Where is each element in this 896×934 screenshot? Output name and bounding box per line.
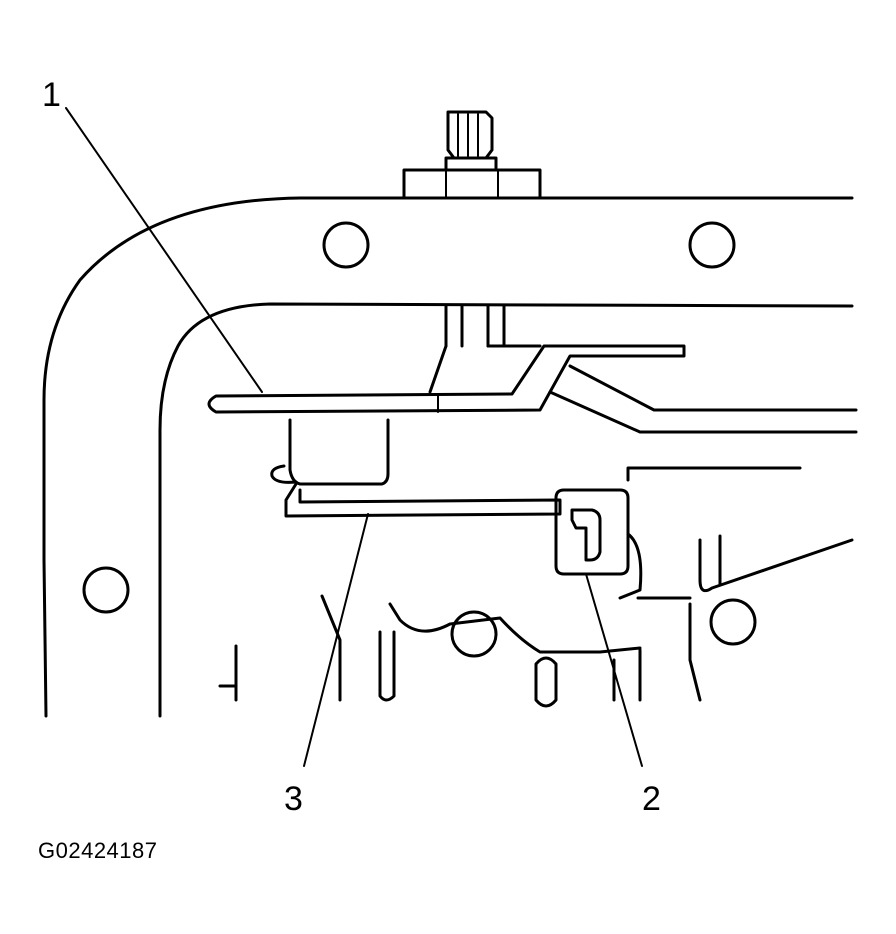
bolt-hole	[322, 221, 370, 269]
leader-line-2	[585, 573, 643, 767]
callout-2: 2	[642, 780, 661, 818]
bolt-hole	[82, 566, 130, 614]
link-rod	[284, 482, 562, 518]
bolt-hole	[709, 598, 757, 646]
leader-line-1	[65, 107, 263, 393]
leader-line-3	[303, 513, 369, 767]
callout-1: 1	[42, 76, 61, 114]
valve-block	[270, 418, 390, 486]
detent-lever	[548, 364, 858, 434]
callout-3: 3	[284, 780, 303, 818]
bolt-hole	[688, 221, 736, 269]
spring-clip	[554, 466, 802, 600]
bolt-head	[402, 110, 542, 200]
valve-body-lower	[218, 534, 854, 708]
shift-rod	[207, 344, 686, 414]
bracket-tabs	[428, 304, 542, 394]
figure-code: G02424187	[38, 838, 158, 863]
case-outline	[42, 196, 854, 718]
